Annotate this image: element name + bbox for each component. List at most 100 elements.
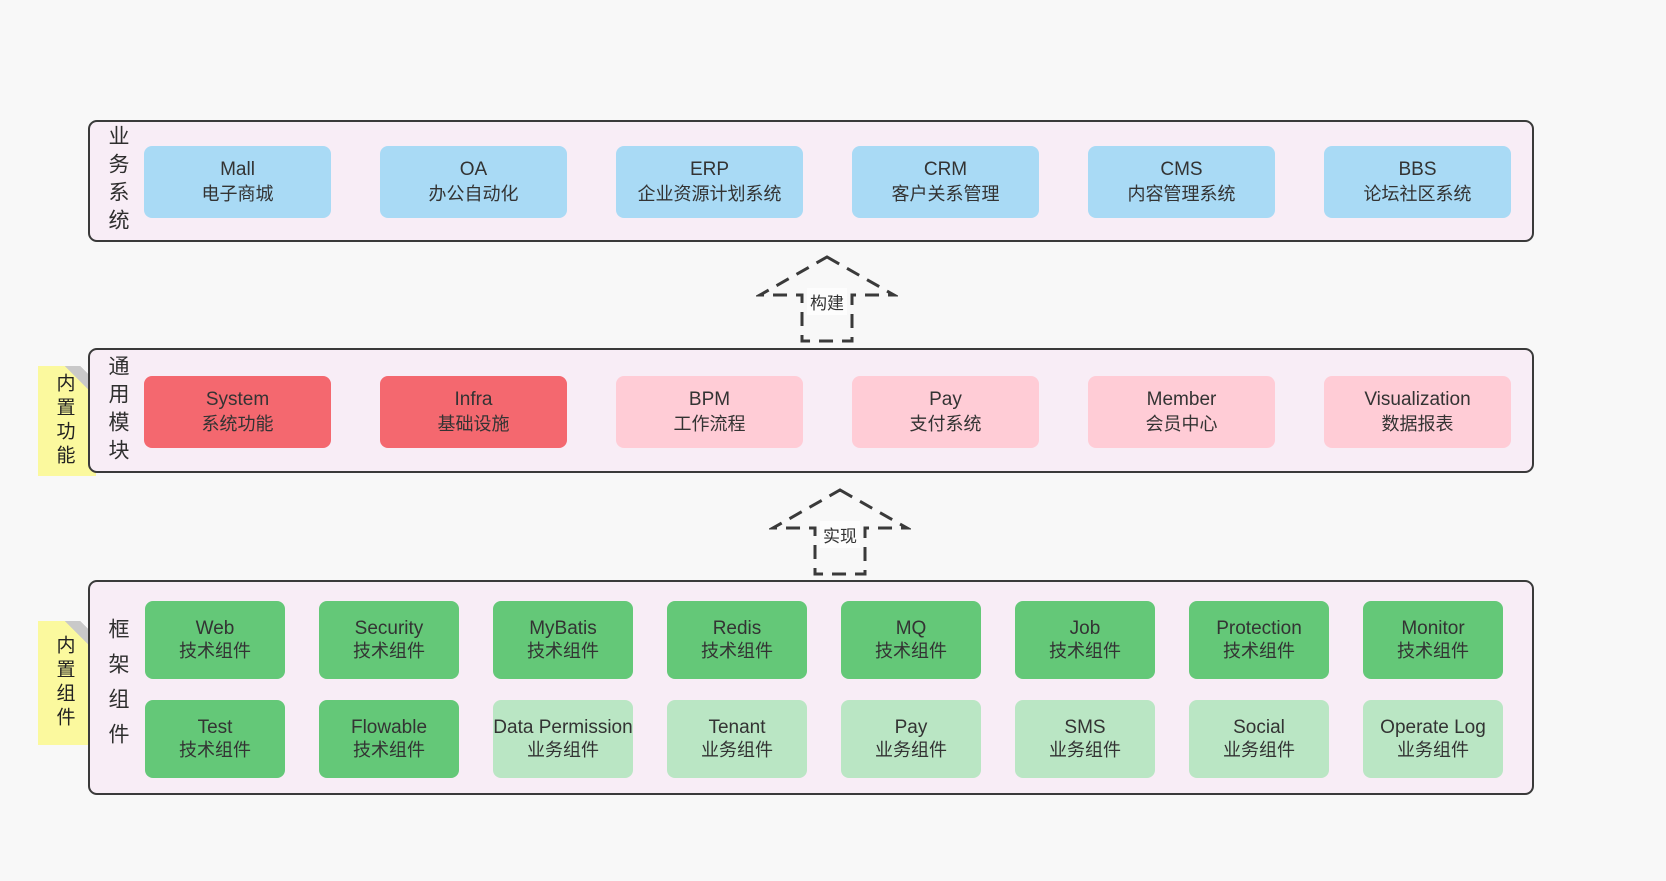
node-name: Protection <box>1216 618 1302 640</box>
node-desc: 数据报表 <box>1381 413 1454 434</box>
node-desc: 技术组件 <box>353 640 425 661</box>
node-monitor: Monitor 技术组件 <box>1363 601 1503 679</box>
node-oa: OA 办公自动化 <box>380 146 567 218</box>
node-desc: 支付系统 <box>909 413 982 434</box>
node-desc: 客户关系管理 <box>891 183 1000 204</box>
node-desc: 技术组件 <box>179 739 251 760</box>
node-desc: 技术组件 <box>1223 640 1295 661</box>
node-name: Pay <box>894 717 928 739</box>
node-desc: 业务组件 <box>527 739 599 760</box>
node-desc: 论坛社区系统 <box>1363 183 1472 204</box>
components-layer-label: 框架组件 <box>106 617 129 758</box>
node-desc: 技术组件 <box>875 640 947 661</box>
node-social: Social 业务组件 <box>1189 700 1329 778</box>
node-tenant: Tenant 业务组件 <box>667 700 807 778</box>
business-systems-layer: 业务系统 Mall 电子商城 OA 办公自动化 ERP 企业资源计划系统 CRM… <box>88 120 1534 242</box>
modules-layer-label: 通用模块 <box>106 354 129 467</box>
node-job: Job 技术组件 <box>1015 601 1155 679</box>
node-name: CMS <box>1160 159 1203 181</box>
node-desc: 业务组件 <box>701 739 773 760</box>
node-desc: 业务组件 <box>1049 739 1121 760</box>
business-layer-label: 业务系统 <box>106 125 129 237</box>
node-test: Test 技术组件 <box>145 700 285 778</box>
node-desc: 技术组件 <box>527 640 599 661</box>
node-desc: 技术组件 <box>701 640 773 661</box>
build-arrow-label: 构建 <box>807 288 847 315</box>
node-name: Infra <box>454 389 493 411</box>
node-desc: 基础设施 <box>437 413 510 434</box>
node-redis: Redis 技术组件 <box>667 601 807 679</box>
node-mall: Mall 电子商城 <box>144 146 331 218</box>
node-name: MyBatis <box>529 618 597 640</box>
node-name: Job <box>1069 618 1101 640</box>
builtin-features-note: 内置功能 <box>38 366 96 476</box>
node-flowable: Flowable 技术组件 <box>319 700 459 778</box>
node-name: CRM <box>923 159 968 181</box>
node-name: OA <box>459 159 488 181</box>
node-name: Redis <box>712 618 762 640</box>
node-desc: 业务组件 <box>875 739 947 760</box>
components-row-2: Test 技术组件 Flowable 技术组件 Data Permission … <box>145 700 1503 778</box>
node-system: System 系统功能 <box>144 376 331 448</box>
note-text: 内置功能 <box>53 373 75 469</box>
framework-components-layer: 框架组件 Web 技术组件 Security 技术组件 MyBatis 技术组件… <box>88 580 1534 795</box>
node-data-permission: Data Permission 业务组件 <box>493 700 633 778</box>
node-web: Web 技术组件 <box>145 601 285 679</box>
implement-arrow-label: 实现 <box>820 521 860 548</box>
node-infra: Infra 基础设施 <box>380 376 567 448</box>
node-name: Operate Log <box>1380 717 1486 739</box>
node-pay: Pay 支付系统 <box>852 376 1039 448</box>
node-desc: 技术组件 <box>179 640 251 661</box>
up-arrow-icon <box>769 488 911 576</box>
node-name: SMS <box>1064 717 1106 739</box>
node-crm: CRM 客户关系管理 <box>852 146 1039 218</box>
node-desc: 技术组件 <box>1397 640 1469 661</box>
node-name: BBS <box>1398 159 1437 181</box>
node-name: Pay <box>929 389 962 411</box>
node-name: Test <box>197 717 233 739</box>
node-mq: MQ 技术组件 <box>841 601 981 679</box>
node-desc: 技术组件 <box>353 739 425 760</box>
node-desc: 内容管理系统 <box>1127 183 1236 204</box>
node-name: Tenant <box>708 717 766 739</box>
node-bpm: BPM 工作流程 <box>616 376 803 448</box>
node-name: MQ <box>895 618 927 640</box>
node-desc: 电子商城 <box>201 183 274 204</box>
node-operate-log: Operate Log 业务组件 <box>1363 700 1503 778</box>
node-desc: 会员中心 <box>1145 413 1218 434</box>
node-desc: 业务组件 <box>1397 739 1469 760</box>
business-box-row: Mall 电子商城 OA 办公自动化 ERP 企业资源计划系统 CRM 客户关系… <box>144 146 1511 218</box>
node-name: Flowable <box>350 717 428 739</box>
node-cms: CMS 内容管理系统 <box>1088 146 1275 218</box>
builtin-components-note: 内置组件 <box>38 621 96 745</box>
implement-arrow: 实现 <box>769 487 911 577</box>
node-name: Web <box>195 618 235 640</box>
node-mybatis: MyBatis 技术组件 <box>493 601 633 679</box>
node-bbs: BBS 论坛社区系统 <box>1324 146 1511 218</box>
node-name: ERP <box>689 159 730 181</box>
node-desc: 技术组件 <box>1049 640 1121 661</box>
common-modules-layer: 通用模块 System 系统功能 Infra 基础设施 BPM 工作流程 Pay… <box>88 348 1534 473</box>
node-name: Data Permission <box>493 717 633 739</box>
node-name: Monitor <box>1401 618 1465 640</box>
build-arrow: 构建 <box>756 254 898 344</box>
node-protection: Protection 技术组件 <box>1189 601 1329 679</box>
node-desc: 企业资源计划系统 <box>637 183 782 204</box>
node-desc: 办公自动化 <box>428 183 519 204</box>
up-arrow-icon <box>756 255 898 343</box>
node-name: Social <box>1233 717 1285 739</box>
components-row-1: Web 技术组件 Security 技术组件 MyBatis 技术组件 Redi… <box>145 601 1503 679</box>
note-text: 内置组件 <box>53 635 75 731</box>
node-erp: ERP 企业资源计划系统 <box>616 146 803 218</box>
node-member: Member 会员中心 <box>1088 376 1275 448</box>
node-desc: 系统功能 <box>201 413 274 434</box>
node-name: Member <box>1146 389 1217 411</box>
node-desc: 工作流程 <box>673 413 746 434</box>
node-name: BPM <box>688 389 731 411</box>
node-desc: 业务组件 <box>1223 739 1295 760</box>
modules-box-row: System 系统功能 Infra 基础设施 BPM 工作流程 Pay 支付系统… <box>144 376 1511 448</box>
node-sms: SMS 业务组件 <box>1015 700 1155 778</box>
node-visualization: Visualization 数据报表 <box>1324 376 1511 448</box>
node-name: Visualization <box>1364 389 1471 411</box>
node-name: Mall <box>220 159 255 181</box>
